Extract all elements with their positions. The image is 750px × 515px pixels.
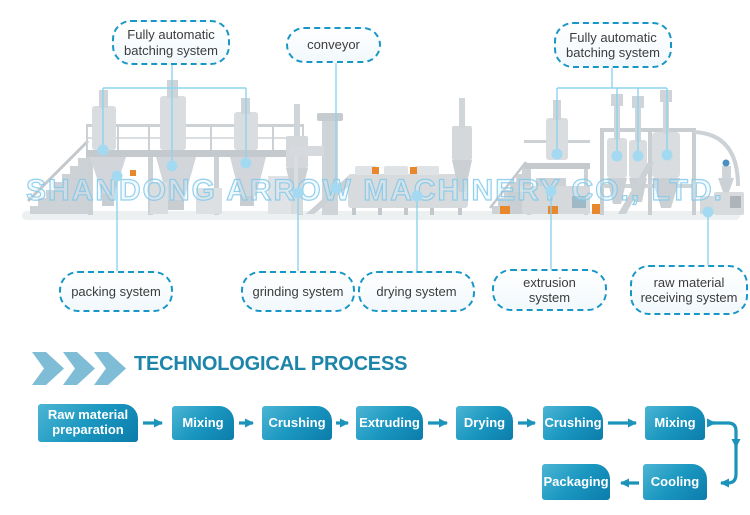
step-cooling: Cooling — [643, 464, 707, 500]
ground-shadow — [22, 211, 740, 220]
callout-batching-system-left: Fully automatic batching system — [112, 20, 230, 65]
step-raw-material-preparation: Raw material preparation — [38, 404, 138, 442]
callout-label: drying system — [376, 283, 457, 299]
step-mixing-2: Mixing — [645, 406, 705, 440]
callout-drying-system: drying system — [358, 271, 475, 312]
step-packaging: Packaging — [542, 464, 610, 500]
callout-grinding-system: grinding system — [241, 271, 355, 312]
callout-batching-system-right: Fully automatic batching system — [554, 22, 672, 68]
callout-raw-material-receiving-system: raw material receiving system — [630, 265, 748, 315]
heading-chevron-icons — [32, 352, 126, 385]
callout-label: raw material receiving system — [640, 274, 738, 305]
step-crushing-2: Crushing — [543, 406, 603, 440]
callout-label: Fully automatic batching system — [566, 29, 660, 60]
callout-label: packing system — [71, 283, 161, 299]
process-heading: TECHNOLOGICAL PROCESS — [134, 353, 408, 375]
callout-packing-system: packing system — [59, 271, 173, 312]
step-drying: Drying — [456, 406, 513, 440]
step-extruding: Extruding — [356, 406, 423, 440]
callout-label: conveyor — [307, 37, 360, 53]
callout-extrusion-system: extrusion system — [492, 269, 607, 311]
step-mixing-1: Mixing — [172, 406, 234, 440]
callout-label: extrusion system — [523, 274, 576, 305]
callout-label: Fully automatic batching system — [124, 27, 218, 58]
callout-conveyor: conveyor — [286, 27, 381, 63]
step-crushing-1: Crushing — [262, 406, 332, 440]
callout-label: grinding system — [252, 283, 344, 299]
watermark-text: SHANDONG ARROW MACHINERY CO., LTD. — [25, 173, 724, 207]
